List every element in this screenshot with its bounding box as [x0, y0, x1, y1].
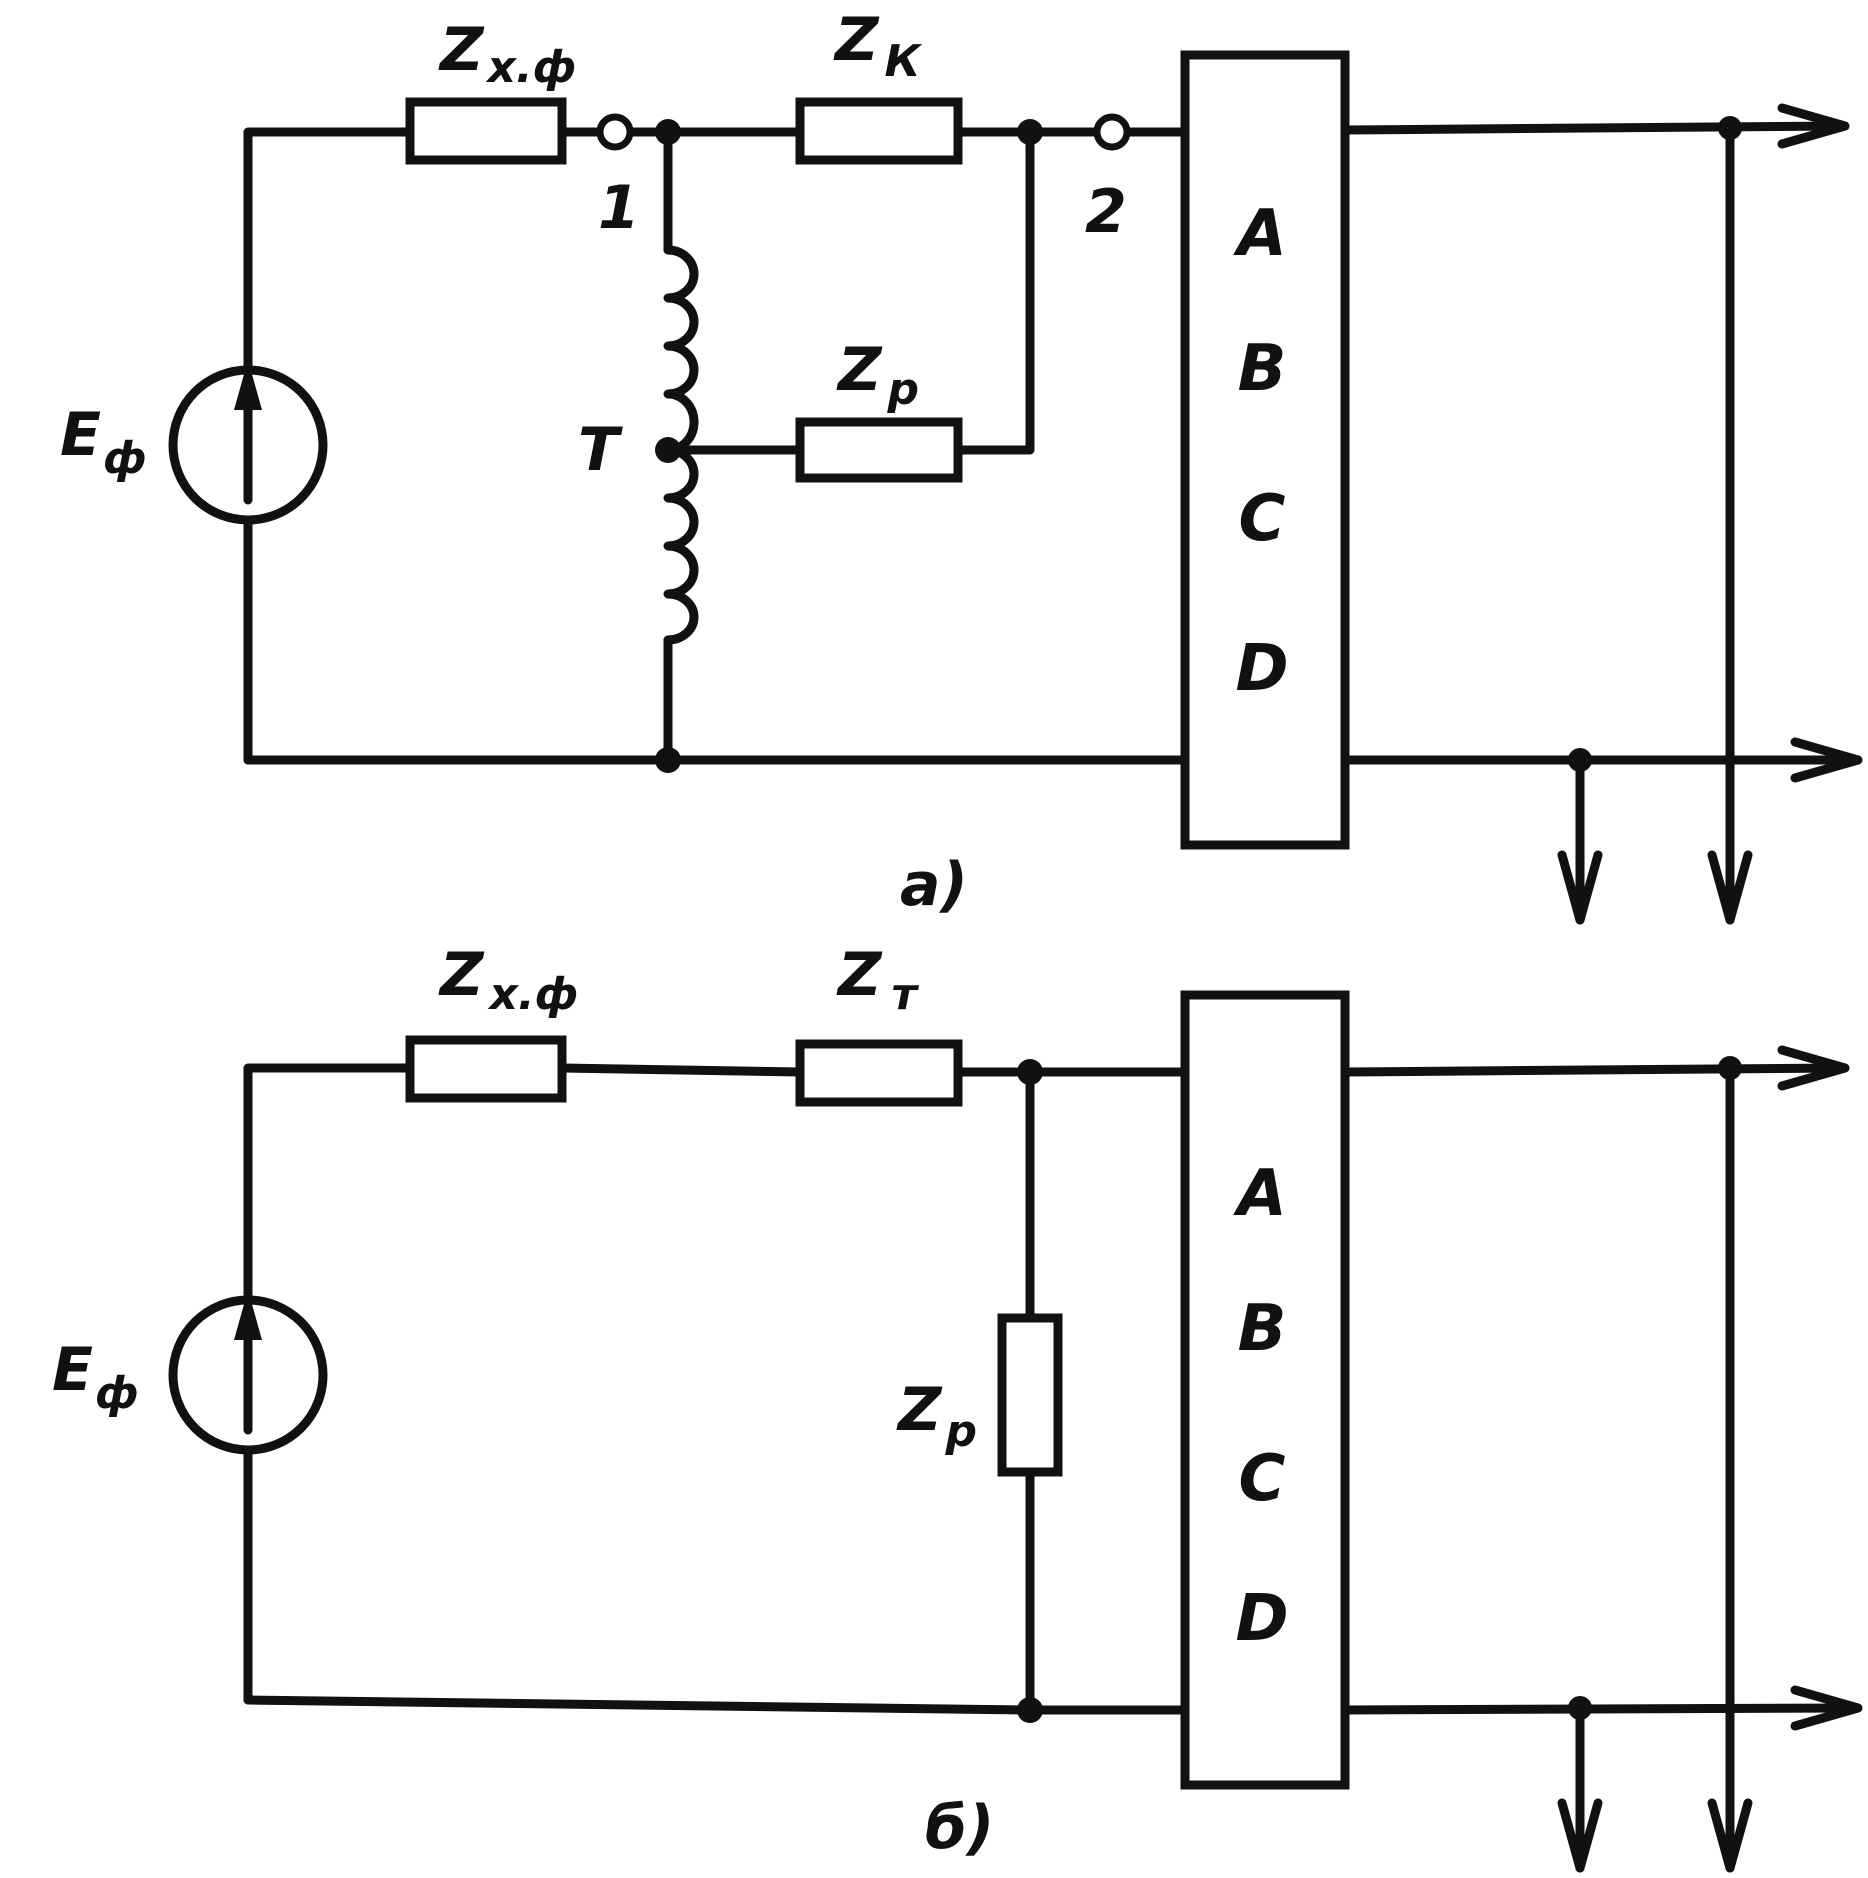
coil-upper-a	[663, 245, 699, 455]
label-zxf-a: Zx.ф	[438, 15, 576, 93]
node-bottom-a	[655, 747, 681, 773]
drop-2-b-arrowhead	[1707, 1798, 1753, 1873]
wire-left-b	[243, 1063, 415, 1705]
abcd-label-b-A: A	[1232, 1157, 1287, 1231]
node-drop-2-b	[1718, 1056, 1742, 1080]
output-top-b-arrowhead	[1777, 1045, 1850, 1091]
source-arrowhead-b	[234, 1290, 262, 1340]
abcd-block-b	[1180, 990, 1350, 1790]
abcd-label-b-B: B	[1238, 1292, 1287, 1366]
output-bottom-b-arrowhead	[1790, 1685, 1863, 1731]
drop-1-a-arrowhead	[1557, 850, 1603, 925]
drop-2-a-arrowhead	[1707, 850, 1753, 925]
output-top-a	[1340, 121, 1845, 135]
abcd-label-a-A: A	[1232, 197, 1287, 271]
wire-top-b-1	[557, 1063, 805, 1077]
terminal-1-a	[596, 113, 634, 151]
wire-bottom-b	[243, 1695, 1190, 1715]
terminal-2-label-a: 2	[1085, 177, 1127, 247]
abcd-label-a-C: C	[1239, 482, 1286, 556]
wire-right-to-box-node-a	[953, 127, 1035, 455]
tap-label-a: T	[578, 415, 623, 485]
node-tap-a	[655, 437, 681, 463]
label-e-b: Eф	[52, 1335, 139, 1419]
resistor-zt-b	[795, 1039, 963, 1107]
node-top-a-2	[1017, 119, 1043, 145]
resistor-zp-b	[997, 1313, 1063, 1477]
resistor-zk-a	[795, 97, 963, 165]
output-top-a-arrowhead	[1777, 103, 1850, 149]
caption-b: б)	[925, 1793, 994, 1863]
label-e-a: Eф	[60, 400, 147, 484]
abcd-label-a-D: D	[1235, 632, 1288, 706]
coil-lower-a	[663, 445, 699, 645]
output-bottom-a-arrowhead	[1790, 737, 1863, 783]
node-drop-1-a	[1568, 748, 1592, 772]
abcd-label-b-C: C	[1239, 1442, 1286, 1516]
abcd-label-a-B: B	[1238, 332, 1287, 406]
terminal-2-a	[1093, 113, 1131, 151]
output-top-b	[1340, 1063, 1845, 1077]
wire-left-a	[243, 127, 415, 765]
drop-1-b-arrowhead	[1557, 1798, 1603, 1873]
terminal-1-label-a: 1	[598, 173, 640, 243]
label-zp-b: Zp	[896, 1375, 977, 1457]
abcd-block-a	[1180, 50, 1350, 850]
caption-a: а)	[900, 850, 968, 920]
node-drop-1-b	[1568, 1696, 1592, 1720]
output-bottom-b	[1340, 1703, 1860, 1715]
source-arrowhead-a	[234, 360, 262, 410]
node-top-a-1	[655, 119, 681, 145]
resistor-zxf-a	[405, 97, 567, 165]
abcd-label-b-D: D	[1235, 1582, 1288, 1656]
resistor-zp-a	[795, 417, 963, 483]
node-drop-2-a	[1718, 116, 1742, 140]
node-top-b	[1017, 1059, 1043, 1085]
node-bottom-b	[1017, 1697, 1043, 1723]
resistor-zxf-b	[405, 1035, 567, 1103]
